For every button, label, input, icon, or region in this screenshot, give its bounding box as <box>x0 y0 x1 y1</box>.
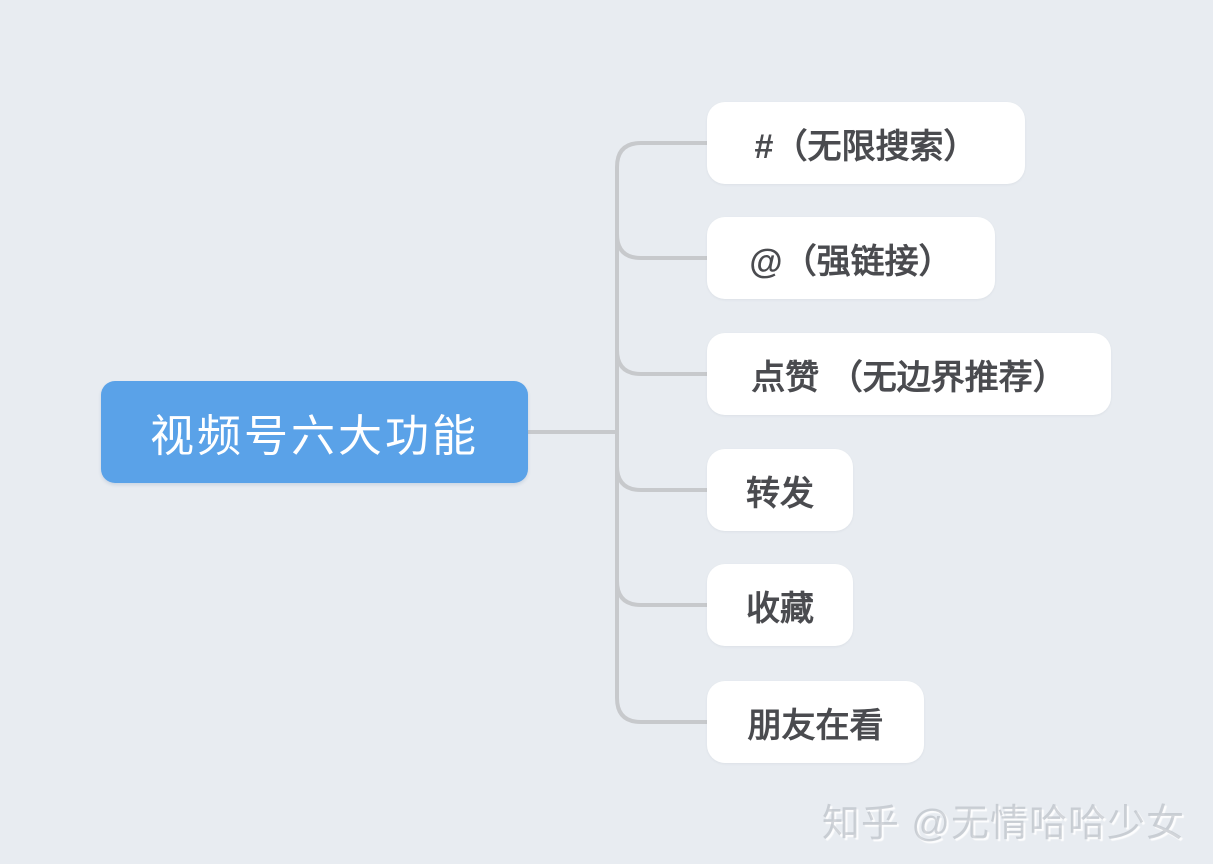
child-node-friends-watching: 朋友在看 <box>707 681 924 763</box>
connector-branch-4 <box>615 464 709 492</box>
connector-branch-3 <box>615 348 709 376</box>
child-node-label: 朋友在看 <box>747 706 884 745</box>
child-node-label: @（强链接） <box>749 242 953 281</box>
root-node: 视频号六大功能 <box>101 381 528 483</box>
connector-spine <box>615 141 709 724</box>
child-node-label: #（无限搜索） <box>754 127 978 166</box>
child-node-hashtag: #（无限搜索） <box>707 102 1025 184</box>
child-node-label: 点赞 （无边界推荐） <box>751 358 1067 397</box>
child-node-favorite: 收藏 <box>707 564 853 646</box>
child-node-mention: @（强链接） <box>707 217 995 299</box>
child-node-label: 收藏 <box>746 589 814 628</box>
child-node-label: 转发 <box>746 474 814 513</box>
connector-branch-5 <box>615 579 709 607</box>
child-node-forward: 转发 <box>707 449 853 531</box>
child-node-like: 点赞 （无边界推荐） <box>707 333 1111 415</box>
root-node-label: 视频号六大功能 <box>150 412 479 461</box>
zhihu-watermark: 知乎 @无情哈哈少女 <box>821 803 1185 845</box>
connector-branch-2 <box>615 232 709 260</box>
